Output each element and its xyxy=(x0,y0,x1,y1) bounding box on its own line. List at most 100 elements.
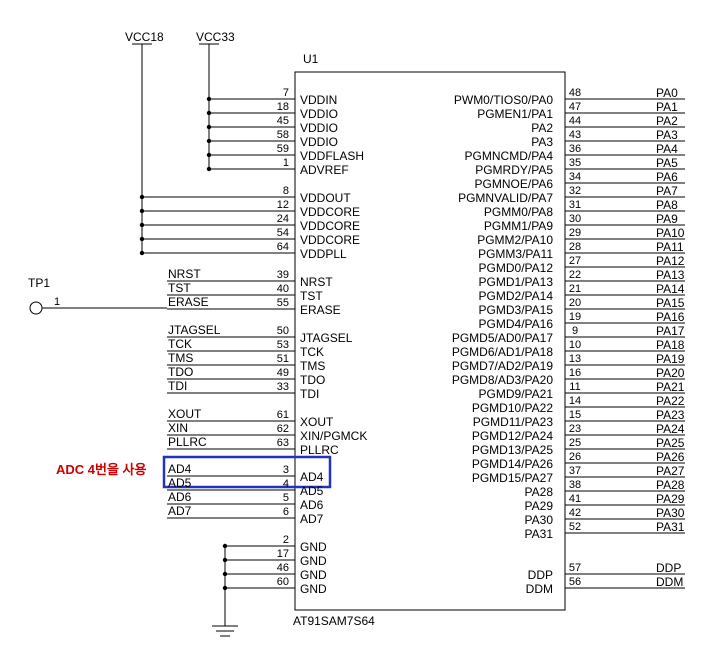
right-pin-number: 25 xyxy=(569,437,581,449)
right-net-label: PA5 xyxy=(656,156,678,170)
junction-dot xyxy=(139,236,145,242)
right-pin-number: 23 xyxy=(569,423,581,435)
left-pin-number: 49 xyxy=(277,367,289,379)
right-net-label: PA17 xyxy=(656,324,685,338)
left-pin-name: GND xyxy=(300,540,327,554)
left-pin-name: VDDPLL xyxy=(300,247,347,261)
right-pin-name: PGMEN1/PA1 xyxy=(477,107,553,121)
left-pin-number: 46 xyxy=(277,562,289,574)
right-net-label: PA22 xyxy=(656,394,685,408)
left-net-label: AD7 xyxy=(168,504,192,518)
right-net-label: PA3 xyxy=(656,128,678,142)
right-pin-number: 48 xyxy=(569,87,581,99)
left-pin-number: 17 xyxy=(277,548,289,560)
right-net-label: PA15 xyxy=(656,296,685,310)
left-pin-name: VDDCORE xyxy=(300,233,360,247)
right-pin-number: 31 xyxy=(569,199,581,211)
left-pin-name: TMS xyxy=(300,359,325,373)
left-net-label: ERASE xyxy=(168,295,209,309)
right-net-label: PA16 xyxy=(656,310,685,324)
right-net-label: PA31 xyxy=(656,520,685,534)
right-pin-name: PA30 xyxy=(525,513,554,527)
right-net-label: DDP xyxy=(656,561,681,575)
vcc33-label: VCC33 xyxy=(196,30,235,44)
right-pin-number: 21 xyxy=(569,283,581,295)
left-pin-number: 59 xyxy=(277,143,289,155)
right-pin-number: 47 xyxy=(569,101,581,113)
right-pin-name: PGMD9/PA21 xyxy=(479,387,554,401)
left-net-label: XOUT xyxy=(168,407,202,421)
right-net-label: PA9 xyxy=(656,212,678,226)
left-pin-name: TCK xyxy=(300,345,324,359)
left-pin-name: XOUT xyxy=(300,415,334,429)
right-net-label: PA19 xyxy=(656,352,685,366)
right-pin-number: 26 xyxy=(569,451,581,463)
right-pin-number: 38 xyxy=(569,479,581,491)
junction-dot xyxy=(139,250,145,256)
right-net-label: PA12 xyxy=(656,254,685,268)
right-net-label: PA25 xyxy=(656,436,685,450)
left-net-label: AD5 xyxy=(168,476,192,490)
right-pin-number: 57 xyxy=(569,562,581,574)
annotation-label: ADC 4번을 사용 xyxy=(56,462,146,477)
left-pin-number: 24 xyxy=(277,213,289,225)
left-pin-number: 7 xyxy=(283,87,289,99)
right-pin-name: PGMD0/PA12 xyxy=(479,261,554,275)
right-net-label: PA2 xyxy=(656,114,678,128)
left-pin-number: 61 xyxy=(277,409,289,421)
left-pin-name: VDDIN xyxy=(300,93,337,107)
right-pin-number: 22 xyxy=(569,269,581,281)
right-pin-name: PGMNOE/PA6 xyxy=(475,177,554,191)
left-pin-name: VDDCORE xyxy=(300,219,360,233)
right-net-label: PA14 xyxy=(656,282,685,296)
tp1-ref-label: TP1 xyxy=(28,276,50,290)
right-pin-name: PGMNCMD/PA4 xyxy=(465,149,554,163)
left-pin-number: 40 xyxy=(277,283,289,295)
left-pin-number: 64 xyxy=(277,241,289,253)
right-pin-number: 44 xyxy=(569,115,581,127)
left-pin-number: 8 xyxy=(283,185,289,197)
right-net-label: PA4 xyxy=(656,142,678,156)
right-net-label: PA21 xyxy=(656,380,685,394)
right-pin-name: PGMM0/PA8 xyxy=(484,205,553,219)
left-pin-name: ERASE xyxy=(300,303,341,317)
left-pin-name: ADVREF xyxy=(300,163,349,177)
junction-dot xyxy=(222,543,228,549)
left-pin-number: 1 xyxy=(283,157,289,169)
junction-dot xyxy=(206,152,212,158)
right-pin-number: 14 xyxy=(569,395,581,407)
left-pin-number: 62 xyxy=(277,423,289,435)
left-pin-name: VDDCORE xyxy=(300,205,360,219)
right-pin-number: 16 xyxy=(569,367,581,379)
left-pin-name: GND xyxy=(300,582,327,596)
left-pin-number: 4 xyxy=(283,478,289,490)
junction-dot xyxy=(139,222,145,228)
right-pin-name: PGMD6/AD1/PA18 xyxy=(452,345,553,359)
right-pin-number: 10 xyxy=(569,339,581,351)
right-net-label: PA11 xyxy=(656,240,684,254)
left-pin-number: 54 xyxy=(277,227,289,239)
left-pin-number: 12 xyxy=(277,199,289,211)
left-pin-number: 18 xyxy=(277,101,289,113)
right-pin-name: PGMD13/PA25 xyxy=(472,443,553,457)
left-pin-name: TDI xyxy=(300,387,319,401)
right-pin-name: PGMNVALID/PA7 xyxy=(458,191,553,205)
left-pin-name: JTAGSEL xyxy=(300,331,353,345)
junction-dot xyxy=(139,208,145,214)
left-pin-name: VDDOUT xyxy=(300,191,351,205)
left-pin-number: 45 xyxy=(277,115,289,127)
left-net-label: TST xyxy=(168,281,191,295)
left-pin-name: VDDIO xyxy=(300,121,338,135)
right-pin-number: 35 xyxy=(569,157,581,169)
junction-dot xyxy=(222,585,228,591)
left-net-label: XIN xyxy=(168,421,188,435)
right-pin-number: 19 xyxy=(569,311,581,323)
left-pin-name: NRST xyxy=(300,275,333,289)
junction-dot xyxy=(206,138,212,144)
right-net-label: PA7 xyxy=(656,184,678,198)
right-pin-number: 56 xyxy=(569,576,581,588)
right-net-label: PA28 xyxy=(656,478,685,492)
right-pin-name: PGMD4/PA16 xyxy=(479,317,554,331)
right-pin-name: PGMD10/PA22 xyxy=(472,401,553,415)
right-pin-number: 42 xyxy=(569,507,581,519)
